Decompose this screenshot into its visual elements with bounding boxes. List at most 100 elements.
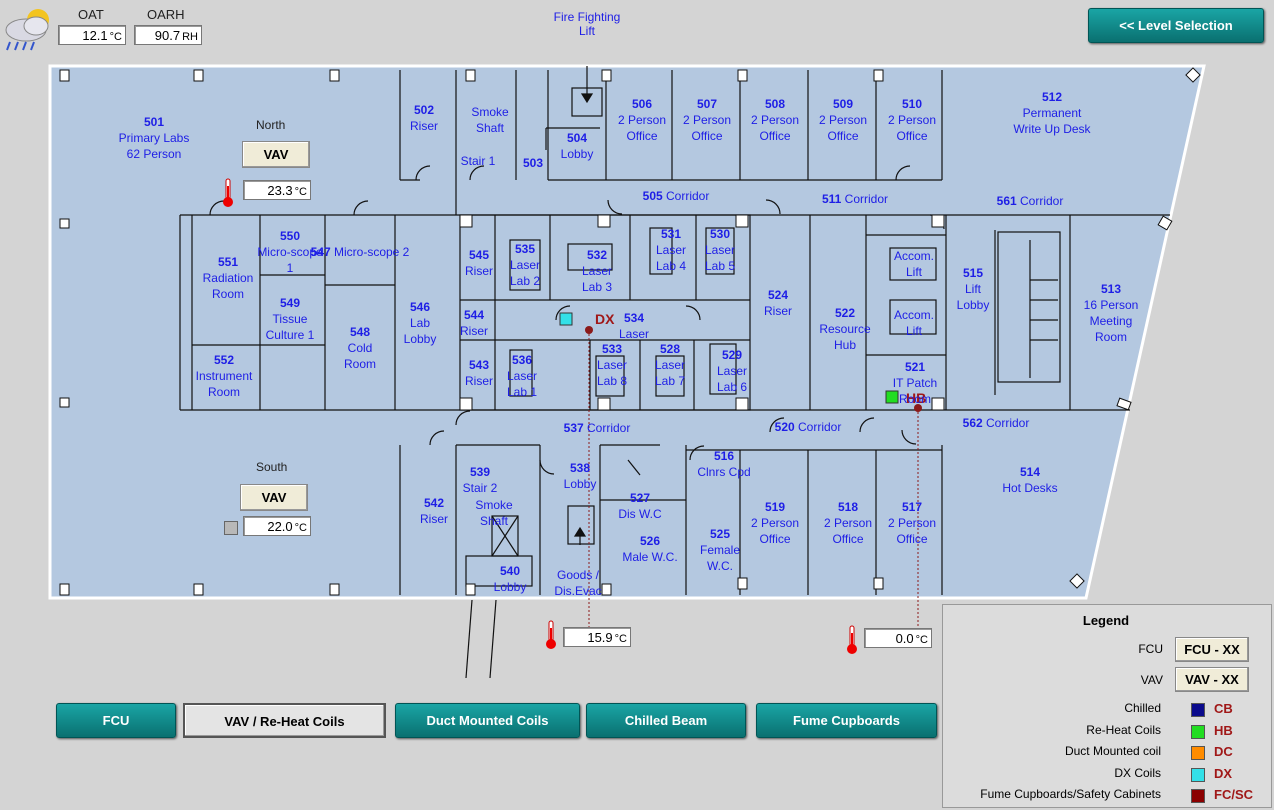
oarh-unit: RH [182,31,198,43]
oat-number: 12.1 [82,28,108,43]
tab-fume-cupboards[interactable]: Fume Cupboards [756,703,937,738]
north-vav-button[interactable]: VAV [242,141,310,168]
room-label: 505 Corridor [643,189,710,203]
oat-label: OAT [78,7,104,22]
south-temp-value: 22.0°C [243,516,311,536]
fire-lift-line1: Fire Fighting [553,10,621,24]
room-label: 562 Corridor [963,416,1030,430]
weather-icon [2,4,56,54]
tab-duct-mounted-coils[interactable]: Duct Mounted Coils [395,703,580,738]
dx-temp-unit: °C [614,633,627,645]
dx-temp-number: 15.9 [587,630,613,645]
hb-temp-value: 0.0°C [864,628,932,648]
tab-chilled-beam[interactable]: Chilled Beam [586,703,746,738]
legend-vav-button[interactable]: VAV - XX [1175,667,1249,692]
oarh-number: 90.7 [154,28,181,43]
level-selection-button[interactable]: << Level Selection [1088,8,1264,43]
oat-value: 12.1°C [58,25,126,45]
legend-color-swatch [1191,789,1205,803]
hb-marker-label: HB [906,390,926,406]
south-vav-button[interactable]: VAV [240,484,308,511]
legend-title: Legend [1082,613,1130,628]
legend-color-swatch [1191,767,1205,782]
north-temp-value: 23.3°C [243,180,311,200]
hb-temp-number: 0.0 [895,631,914,646]
dx-thermometer-icon [545,620,557,655]
legend-item-code: DC [1214,744,1233,759]
legend-fcu-button[interactable]: FCU - XX [1175,637,1249,662]
north-temp-unit: °C [294,186,307,198]
fire-fighting-lift-label: Fire Fighting Lift [540,10,634,38]
south-status-indicator [224,521,238,535]
hb-thermometer-icon [846,625,858,660]
legend-color-swatch [1191,746,1205,760]
legend-item-code: DX [1214,765,1233,781]
legend-color-swatch [1191,724,1205,739]
room-label: Stair 1 [461,154,496,168]
room-label: 537 Corridor [564,421,631,435]
south-temp-number: 22.0 [267,519,293,534]
dx-marker-label: DX [595,311,615,327]
room-label: 561 Corridor [997,194,1064,208]
room-label: 503 [523,156,543,170]
room-label: 547 Micro-scope 2 [311,245,410,259]
legend-vav-label: VAV [1140,673,1163,687]
south-label: South [256,460,288,474]
tab-fcu[interactable]: FCU [56,703,176,738]
legend-item-code: CB [1214,701,1233,716]
legend-item-label: Duct Mounted coil [1064,744,1161,758]
room-label: Accom.Lift [894,308,934,338]
tab-vav-re-heat-coils[interactable]: VAV / Re-Heat Coils [183,703,386,738]
room-label: 511 Corridor [822,192,888,206]
north-temp-number: 23.3 [267,183,293,198]
fire-lift-line2: Lift [578,24,595,38]
legend-item-label: Re-Heat Coils [1086,722,1161,737]
room-label: 520 Corridor [775,420,842,434]
legend-item-label: Fume Cupboards/Safety Cabinets [980,787,1161,801]
room-label: Accom.Lift [894,249,934,279]
legend-item-label: DX Coils [1114,765,1161,780]
legend-panel: Legend FCU FCU - XX VAV VAV - XX Chilled… [942,604,1272,808]
north-thermometer-icon [222,178,234,213]
